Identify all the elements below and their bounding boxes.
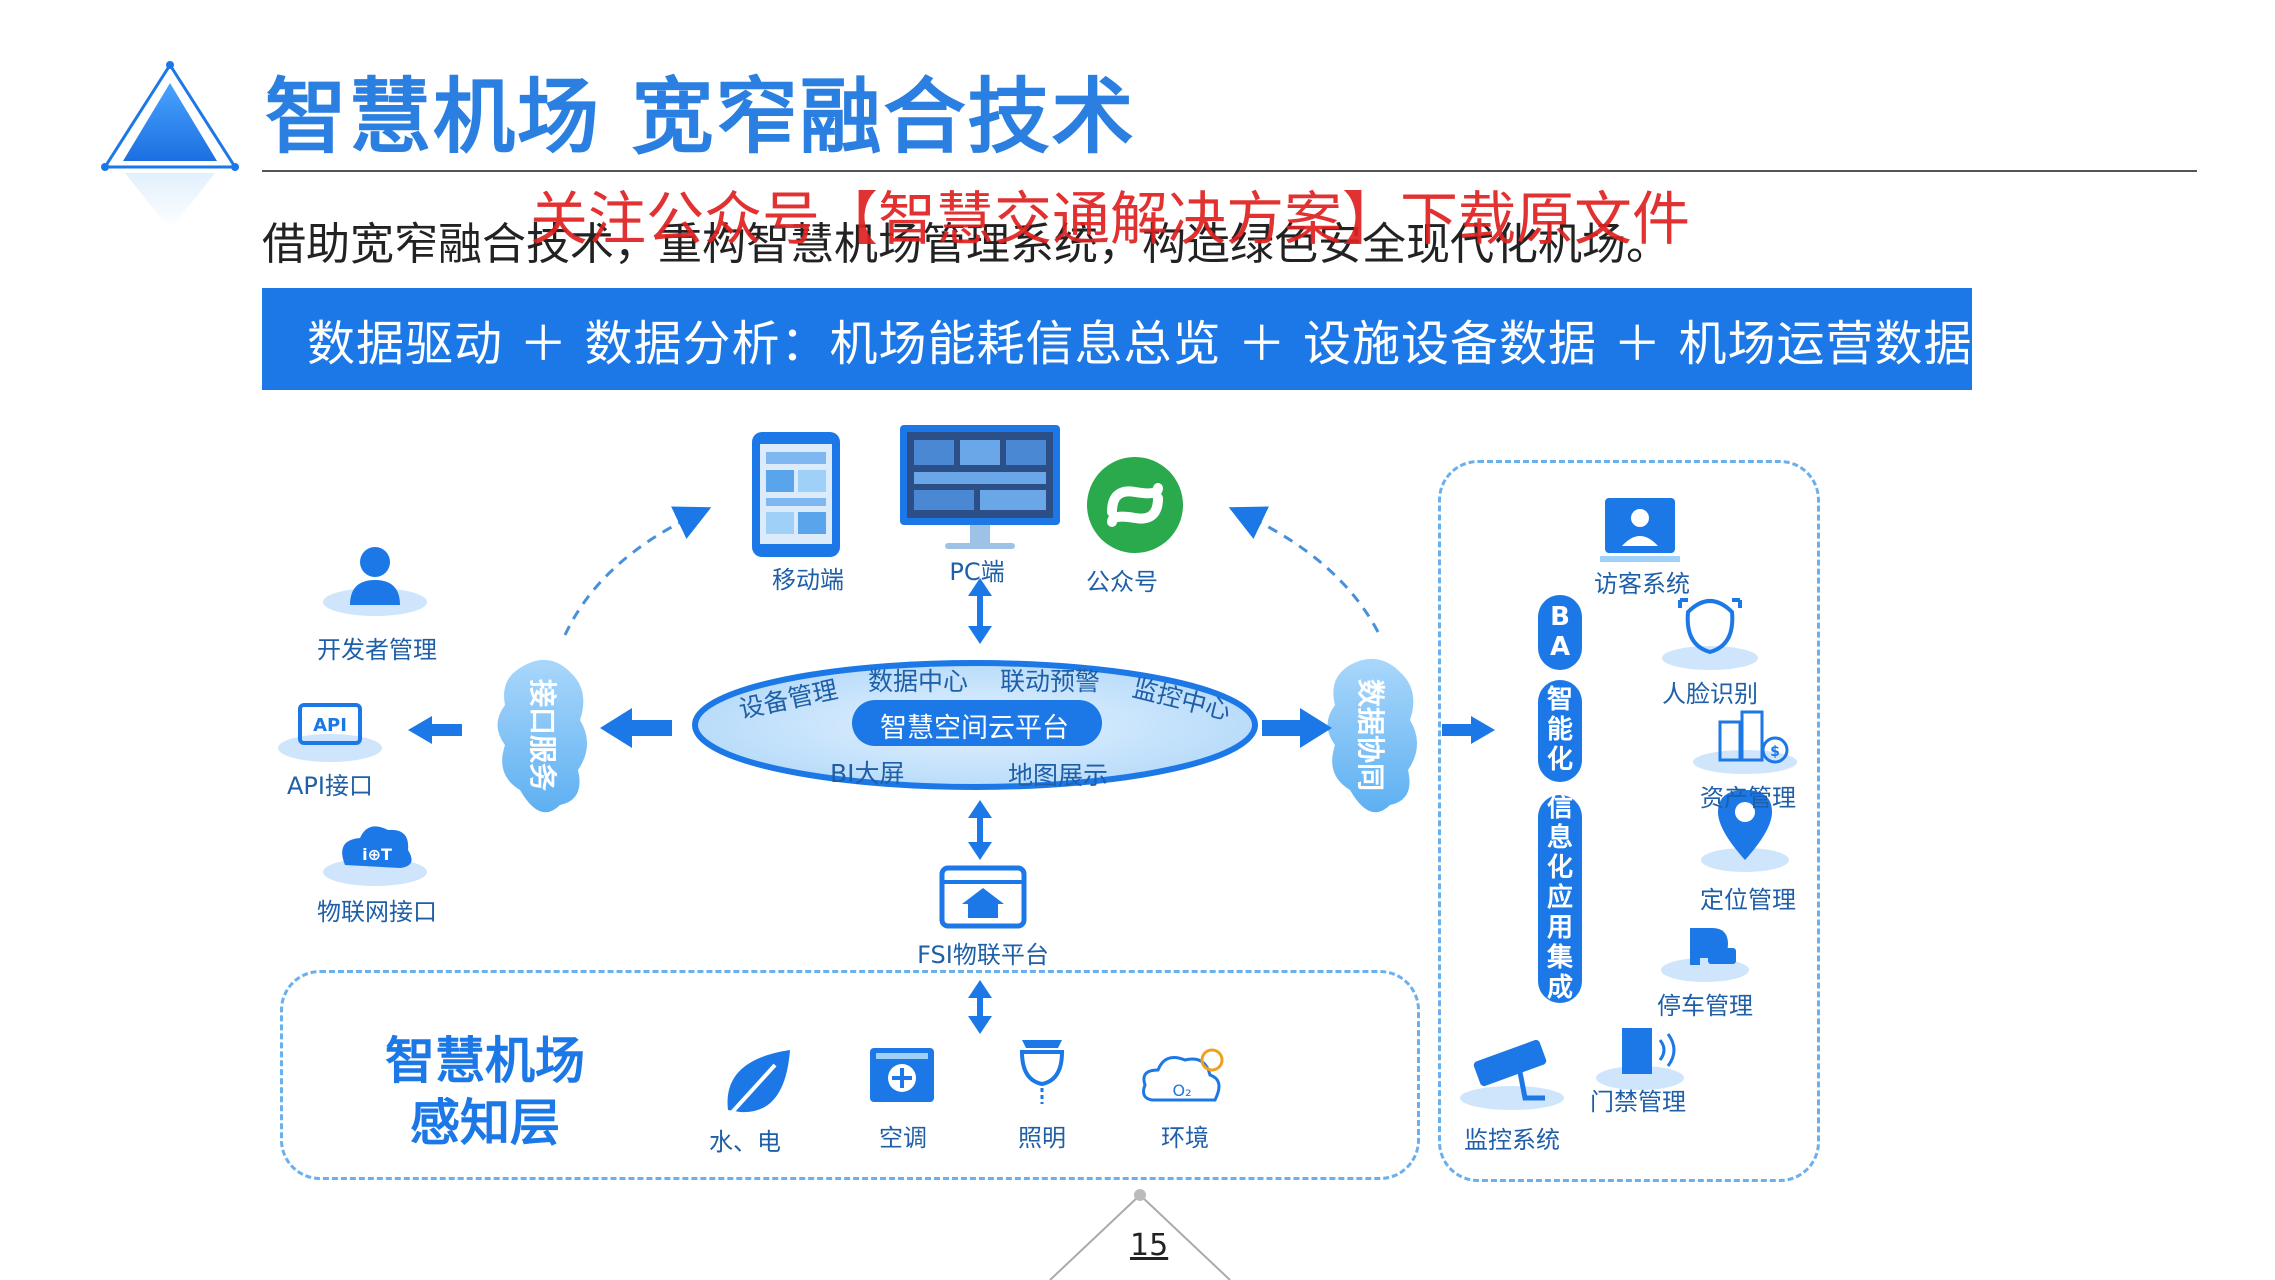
- svg-text:O₂: O₂: [1172, 1081, 1191, 1100]
- lighting-bulb-icon: [1019, 1040, 1065, 1104]
- sensing-title-line2: 感知层: [410, 1094, 560, 1152]
- pc-monitor-icon: [900, 425, 1060, 549]
- left-cloud-shape: [497, 659, 588, 813]
- application-panel: [1438, 460, 1820, 1182]
- title-divider: [262, 170, 2197, 172]
- ac-label: 空调: [879, 1124, 927, 1152]
- fsi-label: FSI物联平台: [917, 941, 1049, 969]
- fsi-platform-icon: [939, 865, 1027, 929]
- access-control-icon: [1596, 1028, 1684, 1090]
- double-arrow-bottom: [968, 980, 992, 1034]
- developer-label: 开发者管理: [317, 636, 437, 664]
- double-arrow-top: [968, 578, 992, 644]
- info-pill-char: 应: [1546, 883, 1573, 914]
- svg-text:API: API: [313, 715, 347, 736]
- data-collaboration-label: 数据协同: [1354, 678, 1387, 792]
- logo-triangle-icon: [101, 61, 239, 230]
- platform-map: 地图展示: [1008, 761, 1109, 790]
- access-control-label: 门禁管理: [1590, 1088, 1686, 1116]
- info-pill-char: 用: [1546, 912, 1573, 943]
- mobile-label: 移动端: [772, 566, 844, 594]
- right-cloud-shape: [1327, 658, 1418, 813]
- smart-pill: 智 能 化: [1538, 680, 1582, 782]
- location-management-label: 定位管理: [1700, 886, 1796, 914]
- developer-icon: [323, 547, 427, 616]
- sensing-layer-title: 智慧机场 感知层: [385, 1030, 585, 1154]
- platform-center-label: 智慧空间云平台: [880, 713, 1069, 744]
- wechat-icon: [1087, 457, 1183, 553]
- sensing-title-line1: 智慧机场: [385, 1032, 585, 1090]
- page-title: 智慧机场 宽窄融合技术: [265, 70, 1136, 165]
- smart-pill-char: 智: [1546, 685, 1573, 716]
- curve-arrow-right: [1228, 506, 1380, 633]
- face-recognition-label: 人脸识别: [1662, 680, 1758, 708]
- platform-bi: BI大屏: [830, 759, 905, 788]
- arrow-left-cloud-to-api: [408, 716, 462, 744]
- smart-pill-char: 能: [1546, 715, 1573, 746]
- wechat-label: 公众号: [1086, 568, 1158, 596]
- interface-service-label: 接口服务: [526, 678, 559, 792]
- iot-label: 物联网接口: [317, 898, 437, 926]
- page-subtitle: 借助宽窄融合技术，重构智慧机场管理系统，构造绿色安全现代化机场。: [262, 219, 1670, 270]
- page-number-triangle: [1049, 1189, 1231, 1280]
- page-number: 15: [1130, 1228, 1169, 1263]
- ba-pill-char: A: [1549, 631, 1571, 662]
- mobile-phone-icon: [752, 432, 840, 557]
- info-integration-pill: 信 息 化 应 用 集 成: [1538, 793, 1582, 1003]
- feature-banner: 数据驱动 ＋ 数据分析：机场能耗信息总览 ＋ 设施设备数据 ＋ 机场运营数据: [262, 288, 1972, 390]
- svg-text:$: $: [1770, 744, 1780, 760]
- info-pill-char: 息: [1546, 823, 1573, 854]
- environment-cloud-icon: O₂: [1142, 1048, 1224, 1102]
- asset-management-label: 资产管理: [1700, 784, 1796, 812]
- surveillance-label: 监控系统: [1464, 1126, 1560, 1154]
- arrow-right-cloud-to-panel: [1442, 716, 1495, 744]
- svg-text:i⊕T: i⊕T: [362, 845, 392, 864]
- visitor-system-label: 访客系统: [1594, 570, 1690, 598]
- iot-icon: i⊕T: [323, 826, 427, 886]
- info-pill-char: 成: [1546, 972, 1573, 1003]
- ba-pill-char: B: [1550, 601, 1570, 632]
- arrow-platform-to-left-cloud: [600, 708, 672, 748]
- asset-management-icon: $: [1693, 710, 1797, 774]
- water-electric-label: 水、电: [709, 1128, 781, 1156]
- visitor-system-icon: [1600, 498, 1680, 562]
- api-label: API接口: [287, 772, 373, 800]
- arrow-platform-to-right-cloud: [1262, 708, 1332, 748]
- lighting-label: 照明: [1018, 1124, 1066, 1152]
- watermark-text: 关注公众号【智慧交通解决方案】下载原文件: [530, 185, 1691, 253]
- info-pill-char: 信: [1546, 793, 1573, 824]
- smart-pill-char: 化: [1546, 744, 1573, 775]
- api-icon: API: [278, 703, 382, 762]
- platform-center-pill: [852, 700, 1102, 746]
- platform-alert: 联动预警: [1000, 667, 1101, 696]
- double-arrow-middle: [968, 800, 992, 860]
- location-pin-icon: [1701, 790, 1789, 872]
- info-pill-char: 集: [1546, 942, 1573, 973]
- parking-management-label: 停车管理: [1657, 992, 1753, 1020]
- ba-pill: B A: [1538, 595, 1582, 670]
- curve-arrow-left: [563, 506, 712, 636]
- parking-icon: [1661, 928, 1749, 982]
- environment-label: 环境: [1161, 1124, 1209, 1152]
- air-conditioner-icon: [870, 1048, 934, 1102]
- face-recognition-icon: [1662, 598, 1758, 670]
- pc-label: PC端: [949, 558, 1005, 586]
- surveillance-camera-icon: [1460, 1039, 1564, 1110]
- info-pill-char: 化: [1546, 853, 1573, 884]
- water-electric-leaf-icon: [723, 1050, 790, 1122]
- sensing-layer-panel: [280, 970, 1420, 1180]
- platform-data-center: 数据中心: [868, 667, 969, 696]
